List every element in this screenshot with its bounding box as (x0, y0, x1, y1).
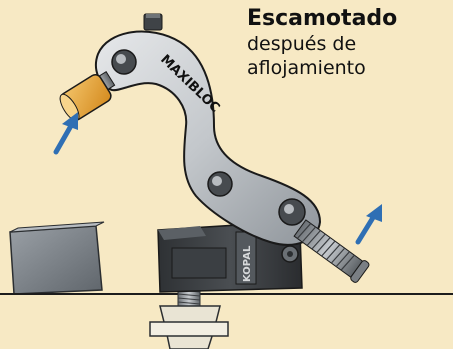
arrow-up-right-icon (53, 112, 78, 155)
clamp-arm (94, 30, 322, 246)
pressure-pad (59, 73, 112, 122)
pivot-screw-middle (207, 171, 233, 197)
caption-line-2: aflojamiento (247, 57, 366, 79)
mounting-stud (149, 285, 229, 349)
caption-line-1: después de (247, 33, 357, 55)
caption-block: Escamotado después de aflojamiento (247, 6, 447, 80)
base-brand-label: KOPAL (242, 245, 253, 282)
pivot-screw-bottom (278, 198, 306, 226)
pivot-screw-top (111, 49, 137, 75)
caption-title: Escamotado (247, 6, 398, 31)
top-bolt (143, 13, 163, 31)
workpiece-block (9, 221, 105, 295)
adjusting-bolt (293, 219, 370, 283)
arrow-up-right-icon (355, 204, 382, 245)
clamp-base (157, 221, 303, 293)
